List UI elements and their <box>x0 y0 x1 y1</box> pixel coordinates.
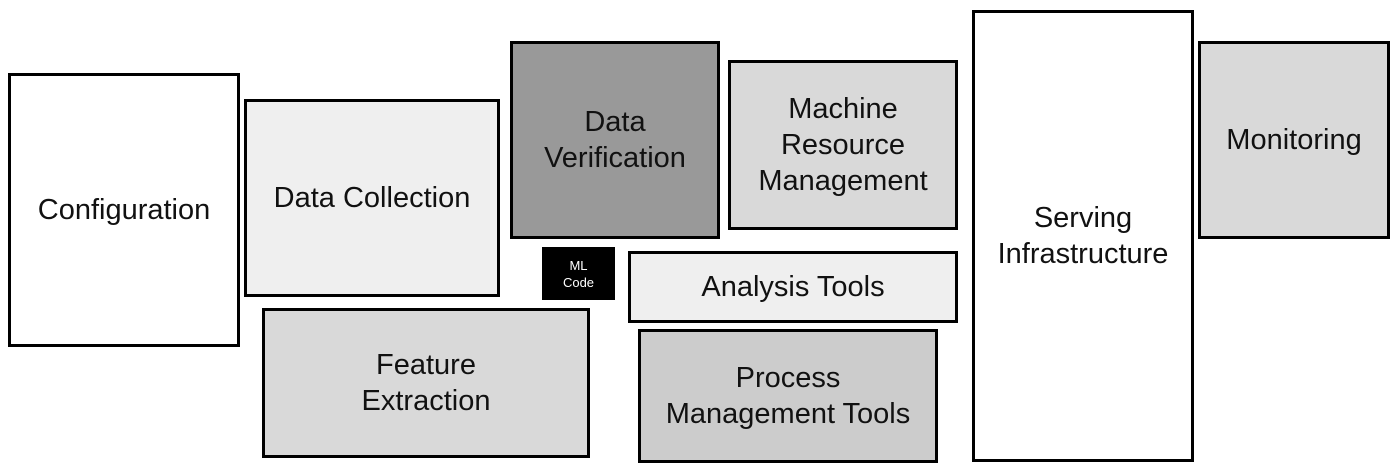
monitoring-label: Monitoring <box>1226 124 1362 156</box>
ml-code-label: ML Code <box>562 257 595 290</box>
analysis-tools-box: Analysis Tools <box>628 251 958 323</box>
process-management-tools-label: Process Management Tools <box>665 362 911 430</box>
feature-extraction-label: Feature Extraction <box>361 349 491 417</box>
machine-resource-management-box: Machine Resource Management <box>728 60 958 230</box>
data-collection-label: Data Collection <box>273 182 471 214</box>
analysis-tools-label: Analysis Tools <box>701 271 885 303</box>
configuration-box: Configuration <box>8 73 240 347</box>
process-management-tools-box: Process Management Tools <box>638 329 938 463</box>
machine-resource-management-label: Machine Resource Management <box>758 93 928 197</box>
configuration-label: Configuration <box>37 194 211 226</box>
feature-extraction-box: Feature Extraction <box>262 308 590 458</box>
serving-infrastructure-label: Serving Infrastructure <box>997 202 1169 270</box>
data-verification-box: Data Verification <box>510 41 720 239</box>
data-collection-box: Data Collection <box>244 99 500 297</box>
data-verification-label: Data Verification <box>544 106 686 174</box>
ml-code-box: ML Code <box>542 247 615 300</box>
serving-infrastructure-box: Serving Infrastructure <box>972 10 1194 462</box>
monitoring-box: Monitoring <box>1198 41 1390 239</box>
